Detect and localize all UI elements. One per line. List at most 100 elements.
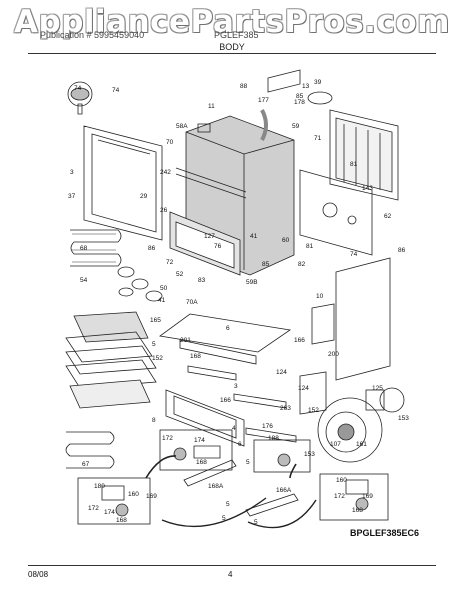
callout-166: 166 [294,337,305,344]
knob-74 [67,81,93,115]
callout-178: 178 [294,99,305,106]
callout-81: 81 [306,243,314,250]
callout-174: 174 [194,437,205,444]
callout-50: 50 [160,285,168,292]
callout-86: 86 [398,247,406,254]
callout-5: 5 [226,501,230,508]
callout-166: 166 [220,397,231,404]
callout-60: 60 [282,237,290,244]
callout-165: 165 [150,317,161,324]
inset-detail-left [159,429,233,471]
watermark: AppliancePartsPros.com [14,4,450,40]
door-panel [83,125,163,241]
callout-71: 71 [314,135,322,142]
callout-200: 200 [328,351,339,358]
callout-58A: 58A [176,123,188,130]
callout-10: 10 [316,293,324,300]
rear-bracket [299,169,373,256]
callout-5: 5 [246,459,250,466]
callout-59B: 59B [246,279,258,286]
callout-6: 6 [238,441,242,448]
callout-11: 11 [208,103,215,110]
callout-127: 127 [204,233,215,240]
callout-5: 5 [254,519,258,526]
callout-72: 72 [166,259,174,266]
callout-153: 153 [398,415,409,422]
callout-62: 62 [384,213,392,220]
callout-172: 172 [88,505,99,512]
diagram-code: BPGLEF385EC6 [350,528,420,538]
callout-152: 152 [152,355,163,362]
callout-172: 172 [334,493,345,500]
callout-85: 85 [262,261,270,268]
callout-82: 82 [298,261,306,268]
section-title: BODY [219,42,245,52]
callout-172: 172 [162,435,173,442]
back-panel-71 [329,109,399,201]
inset-bottom-left [77,477,151,525]
callout-13: 13 [302,83,310,90]
callout-52: 52 [176,271,184,278]
callout-86: 86 [148,245,156,252]
header: AppliancePartsPros.com Publication # 599… [0,0,464,60]
drawer-frame [165,389,245,447]
callout-3: 3 [70,169,74,176]
callout-37: 37 [68,193,76,200]
callout-174: 174 [104,509,115,516]
callout-68: 68 [80,245,88,252]
callout-160: 160 [128,491,139,498]
callout-124: 124 [298,385,309,392]
callout-168A: 168A [208,483,224,490]
model-number: PGLEF385 [214,30,259,40]
oven-racks [65,311,157,409]
callout-81: 81 [350,161,358,168]
callout-152: 152 [308,407,319,414]
callout-166A: 166A [276,487,292,494]
footer-date: 08/08 [28,570,49,579]
side-panel [311,257,391,381]
callout-168: 168 [196,459,207,466]
callout-263: 263 [280,405,291,412]
callout-67: 67 [82,461,90,468]
callout-168: 168 [190,353,201,360]
hinge-parts [117,266,163,302]
callout-176: 176 [262,423,273,430]
callout-70: 70 [166,139,174,146]
top-parts [260,69,333,141]
callout-143: 143 [362,185,373,192]
callout-242: 242 [160,169,171,176]
drawer-slides [187,365,327,443]
callout-169: 169 [146,493,157,500]
callout-169: 169 [362,493,373,500]
callout-6: 6 [226,325,230,332]
inset-bottom-right [319,473,389,521]
callout-76: 76 [214,243,222,250]
callout-74: 74 [74,85,82,92]
callout-4: 4 [232,425,236,432]
callout-85: 85 [296,93,304,100]
callout-5: 5 [152,341,156,348]
footer-rule [28,565,436,566]
detail-arrows [145,455,317,529]
drawer-rails [183,459,299,517]
callout-88: 88 [240,83,248,90]
callout-168: 168 [116,517,127,524]
bake-element [70,229,122,267]
callout-29: 29 [140,193,148,200]
callout-74: 74 [112,87,120,94]
oven-body [169,115,295,276]
broil-element [65,431,115,469]
callout-39: 39 [314,79,322,86]
callout-124: 124 [276,369,287,376]
callout-8: 8 [152,417,156,424]
callout-125: 125 [372,385,383,392]
callout-177: 177 [258,97,269,104]
callout-3: 3 [234,383,238,390]
callout-5: 5 [222,515,226,522]
callout-26: 26 [160,207,168,214]
callout-188: 188 [268,435,279,442]
fan-motor [317,387,405,463]
callout-153: 153 [304,451,315,458]
